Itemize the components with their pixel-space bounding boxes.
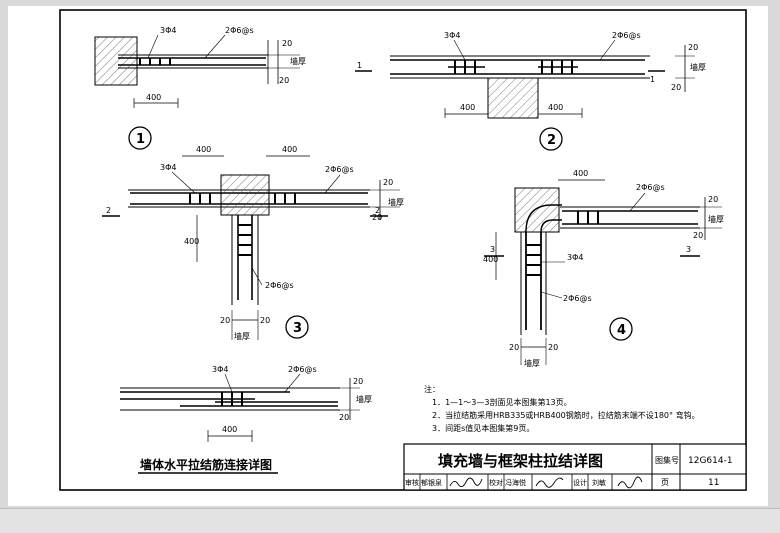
- dim-20-4d: 20: [548, 343, 558, 352]
- design-label: 设计: [573, 478, 587, 487]
- wall-label-3b: 墙厚: [234, 331, 250, 341]
- atlas-number: 12G614-1: [688, 456, 733, 466]
- tie-label-3a: 2Φ6@s: [325, 165, 354, 174]
- section-mark-2-right: 2: [375, 206, 380, 215]
- note-2: 2．当拉结筋采用HRB335或HRB400钢筋时，拉结筋末端不设180° 弯钩。: [432, 410, 700, 420]
- check-label: 校对: [489, 478, 503, 487]
- notes: 注： 1．1—1～3—3剖面见本图集第13页。 2．当拉结筋采用HRB335或H…: [424, 384, 700, 433]
- dim-20-4a: 20: [708, 195, 718, 204]
- section-mark-3-left: 3: [490, 245, 495, 254]
- tie-label-2: 2Φ6@s: [612, 31, 641, 40]
- dim-400-4b: 400: [483, 255, 498, 264]
- column-4: [514, 187, 560, 233]
- tie-label-4a: 2Φ6@s: [636, 183, 665, 192]
- dim-20-2a: 20: [688, 43, 698, 52]
- dim-20-4c: 20: [509, 343, 519, 352]
- bar-label-1: 3Φ4: [160, 26, 176, 35]
- note-1: 1．1—1～3—3剖面见本图集第13页。: [432, 397, 572, 407]
- viewer-bottom-bar: [0, 508, 780, 533]
- page-label: 页: [661, 478, 669, 487]
- detail-number-3: 3: [293, 321, 302, 336]
- checker-name: 冯海悦: [505, 478, 526, 487]
- dim-400-1: 400: [146, 93, 161, 102]
- dim-20-5b: 20: [339, 413, 349, 422]
- reviewer-name: 郁银泉: [421, 478, 442, 487]
- note-3: 3．间距s值见本图集第9页。: [432, 423, 534, 433]
- bar-label-4: 3Φ4: [567, 253, 583, 262]
- splice-detail: 3Φ4 2Φ6@s 400 20 20 墙厚 墙体水平拉结筋连接详图: [120, 365, 372, 474]
- section-mark-1-right: 1: [650, 75, 655, 84]
- tie-label-4b: 2Φ6@s: [563, 294, 592, 303]
- wall-label-3a: 墙厚: [388, 197, 404, 207]
- dim-20-1b: 20: [279, 76, 289, 85]
- wall-label-2: 墙厚: [690, 62, 706, 72]
- designer-name: 刘敏: [592, 478, 606, 487]
- splice-caption: 墙体水平拉结筋连接详图: [140, 457, 272, 472]
- column-2: [487, 77, 539, 119]
- notes-heading: 注：: [424, 384, 440, 394]
- bar-label-3: 3Φ4: [160, 163, 176, 172]
- detail-number-4: 4: [617, 323, 626, 338]
- dim-20-5a: 20: [353, 377, 363, 386]
- dim-400-3c: 400: [184, 237, 199, 246]
- drawing-sheet: [8, 6, 768, 506]
- dim-20-3c: 20: [220, 316, 230, 325]
- dim-20-4b: 20: [693, 231, 703, 240]
- checker-signature: [535, 477, 564, 488]
- detail-2: 3Φ4 2Φ6@s 400 400 20 20 墙厚 1 1 2: [355, 31, 706, 151]
- drawing-title: 填充墙与框架柱拉结详图: [438, 452, 603, 470]
- dim-400-5: 400: [222, 425, 237, 434]
- section-mark-3-right: 3: [686, 245, 691, 254]
- wall-label-4a: 墙厚: [708, 214, 724, 224]
- dim-20-3a: 20: [383, 178, 393, 187]
- detail-4: 400 2Φ6@s 400 3Φ4 2Φ6@s 20 20 墙厚 20 20 墙…: [483, 169, 724, 368]
- atlas-label: 图集号: [655, 455, 679, 465]
- column-3: [220, 174, 270, 216]
- wall-label-5: 墙厚: [356, 394, 372, 404]
- tie-label-1: 2Φ6@s: [225, 26, 254, 35]
- designer-signature: [617, 476, 643, 489]
- tie-label-5: 2Φ6@s: [288, 365, 317, 374]
- dim-20-3d: 20: [260, 316, 270, 325]
- dim-20-1a: 20: [282, 39, 292, 48]
- dim-400-3b: 400: [282, 145, 297, 154]
- detail-1: 3Φ4 2Φ6@s 400 20 20 墙厚 1: [94, 26, 306, 150]
- detail-3: 400 400 3Φ4 2Φ6@s 2Φ6@s 400 20 20 墙厚 20 …: [102, 145, 404, 341]
- section-mark-2-left: 2: [106, 206, 111, 215]
- column-1: [94, 36, 138, 86]
- tie-label-3b: 2Φ6@s: [265, 281, 294, 290]
- reviewer-signature: [449, 477, 483, 487]
- drawing-frame: [59, 9, 747, 491]
- dim-400-4a: 400: [573, 169, 588, 178]
- title-block: 填充墙与框架柱拉结详图 图集号 12G614-1 页 11 审核 郁银泉 校对 …: [403, 443, 747, 491]
- dim-400-2a: 400: [460, 103, 475, 112]
- bar-label-2: 3Φ4: [444, 31, 460, 40]
- wall-label-1: 墙厚: [290, 56, 306, 66]
- dim-400-2b: 400: [548, 103, 563, 112]
- dim-400-3a: 400: [196, 145, 211, 154]
- page-number: 11: [708, 478, 719, 488]
- detail-number-1: 1: [136, 132, 145, 147]
- review-label: 审核: [405, 478, 419, 487]
- wall-label-4b: 墙厚: [524, 358, 540, 368]
- detail-number-2: 2: [547, 133, 556, 148]
- section-mark-1-left: 1: [357, 61, 362, 70]
- dim-20-2b: 20: [671, 83, 681, 92]
- dim-20-3b: 20: [372, 213, 382, 222]
- bar-label-5: 3Φ4: [212, 365, 228, 374]
